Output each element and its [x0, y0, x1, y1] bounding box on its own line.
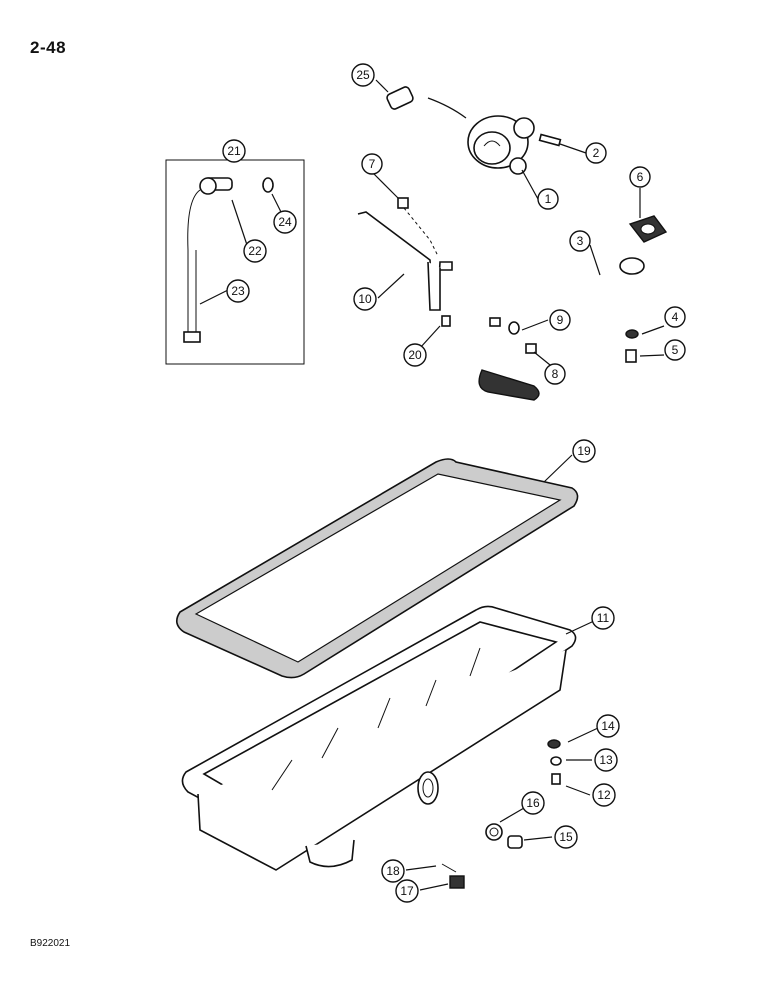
svg-text:6: 6 [637, 170, 644, 184]
callout-13: 13 [594, 748, 618, 772]
svg-text:7: 7 [369, 157, 376, 171]
svg-text:15: 15 [559, 830, 573, 844]
svg-text:12: 12 [597, 788, 611, 802]
svg-text:8: 8 [552, 367, 559, 381]
part-screw [538, 133, 562, 147]
callout-11: 11 [591, 606, 615, 630]
callout-1: 1 [537, 188, 559, 210]
part-heater-kit [183, 177, 274, 343]
callout-7: 7 [361, 153, 383, 175]
part-nut-washer [508, 321, 537, 354]
callout-17: 17 [395, 879, 419, 903]
callout-9: 9 [549, 309, 571, 331]
callout-14: 14 [596, 714, 620, 738]
callout-22: 22 [243, 239, 267, 263]
svg-text:20: 20 [408, 348, 422, 362]
callout-25: 25 [351, 63, 375, 87]
svg-text:23: 23 [231, 284, 245, 298]
svg-text:25: 25 [356, 68, 370, 82]
callout-16: 16 [521, 791, 545, 815]
callout-23: 23 [226, 279, 250, 303]
figure-code: B922021 [30, 938, 71, 949]
svg-text:19: 19 [577, 444, 591, 458]
page-number: 2-48 [30, 38, 67, 57]
part-bracket [357, 197, 453, 327]
callout-4: 4 [664, 306, 686, 328]
svg-text:2: 2 [593, 146, 600, 160]
callout-5: 5 [664, 339, 686, 361]
callout-21: 21 [222, 139, 246, 163]
callout-15: 15 [554, 825, 578, 849]
svg-text:4: 4 [672, 310, 679, 324]
svg-text:24: 24 [278, 215, 292, 229]
callout-20: 20 [403, 343, 427, 367]
callout-19: 19 [572, 439, 596, 463]
part-oil-pan [181, 605, 577, 871]
callout-24: 24 [273, 210, 297, 234]
svg-text:11: 11 [597, 611, 610, 625]
callout-18: 18 [381, 859, 405, 883]
part-pickup-tube [462, 257, 645, 401]
svg-text:14: 14 [601, 719, 615, 733]
part-washer-bolt [625, 329, 639, 363]
callout-2: 2 [585, 142, 607, 164]
callout-8: 8 [544, 363, 566, 385]
svg-text:1: 1 [545, 192, 552, 206]
svg-text:9: 9 [557, 313, 564, 327]
part-drain-hardware [441, 739, 562, 889]
part-pan-gasket [176, 458, 579, 679]
part-gasket [628, 215, 668, 243]
callout-10: 10 [353, 287, 377, 311]
svg-text:5: 5 [672, 343, 679, 357]
svg-text:18: 18 [386, 864, 400, 878]
svg-text:3: 3 [577, 234, 584, 248]
svg-text:22: 22 [248, 244, 262, 258]
svg-text:17: 17 [400, 884, 414, 898]
part-oil-pump [467, 115, 535, 175]
part-fitting [386, 86, 467, 119]
callout-3: 3 [569, 230, 591, 252]
svg-text:10: 10 [358, 292, 372, 306]
callout-12: 12 [592, 783, 616, 807]
svg-text:16: 16 [526, 796, 540, 810]
svg-text:21: 21 [227, 144, 241, 158]
leader-lines [199, 79, 665, 891]
callout-6: 6 [629, 166, 651, 188]
svg-text:13: 13 [599, 753, 613, 767]
